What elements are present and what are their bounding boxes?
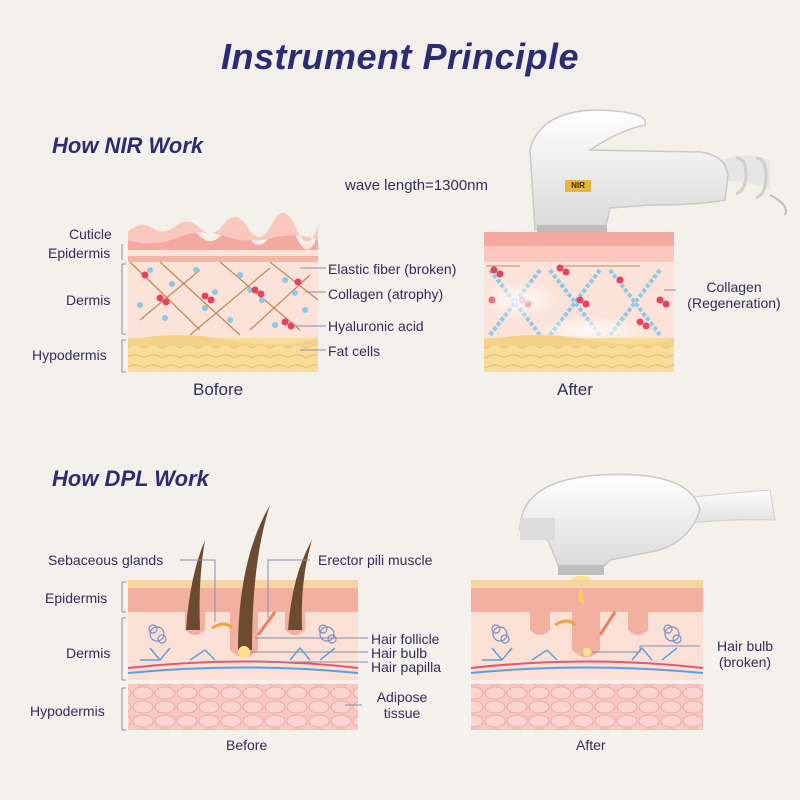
nir-section-heading: How NIR Work	[52, 133, 204, 158]
dpl-callout-follicle: Hair follicle	[371, 631, 440, 647]
nir-device-image	[529, 109, 787, 233]
dpl-layer-epidermis: Epidermis	[45, 590, 108, 606]
nir-device-badge: NIR	[571, 181, 585, 190]
nir-before-diagram	[128, 212, 319, 372]
dpl-callout-erector: Erector pili muscle	[318, 552, 433, 568]
nir-after-diagram	[480, 232, 674, 372]
dpl-callout-sebaceous: Sebaceous glands	[48, 552, 164, 568]
dpl-callout-bulb-broken-line1: Hair bulb	[716, 638, 774, 654]
dpl-after-caption: After	[576, 737, 606, 753]
dpl-callout-lines	[121, 559, 700, 731]
dpl-callout-papilla: Hair papilla	[371, 659, 442, 675]
dpl-callout-bulb-broken-line2: (broken)	[718, 654, 772, 670]
dpl-callout-adipose-line1: Adipose	[376, 689, 428, 705]
page-title: Instrument Principle	[220, 36, 580, 77]
nir-layer-epidermis: Epidermis	[48, 245, 111, 261]
dpl-callout-bulb-broken: Hair bulb (broken)	[705, 638, 785, 670]
dpl-layer-hypodermis: Hypodermis	[30, 703, 105, 719]
nir-callout-hyaluronic: Hyaluronic acid	[328, 318, 424, 334]
nir-callout-fat: Fat cells	[328, 343, 381, 359]
nir-wavelength-label: wave length=1300nm	[345, 177, 489, 194]
nir-layer-hypodermis: Hypodermis	[32, 347, 107, 363]
nir-callout-collagen-regen: Collagen (Regeneration)	[678, 279, 790, 311]
nir-after-caption: After	[557, 380, 593, 399]
nir-callout-collagen-regen-line1: Collagen	[706, 279, 762, 295]
dpl-section-heading: How DPL Work	[52, 466, 209, 491]
dpl-after-diagram	[470, 580, 704, 730]
nir-layer-cuticle: Cuticle	[69, 226, 112, 242]
nir-callout-collagen: Collagen (atrophy)	[328, 286, 444, 302]
dpl-before-caption: Before	[226, 737, 268, 753]
dpl-callout-adipose-line2: tissue	[383, 705, 421, 721]
nir-before-caption: Bofore	[193, 380, 244, 399]
dpl-callout-bulb: Hair bulb	[371, 645, 428, 661]
dpl-layer-dermis: Dermis	[66, 645, 111, 661]
nir-callout-collagen-regen-line2: (Regeneration)	[687, 295, 781, 311]
nir-layer-dermis: Dermis	[66, 292, 111, 308]
dpl-callout-adipose: Adipose tissue	[364, 689, 440, 721]
nir-callout-elastic: Elastic fiber (broken)	[328, 261, 457, 277]
dpl-device-image	[519, 473, 776, 584]
nir-callout-lines	[121, 244, 676, 373]
dpl-before-diagram	[127, 505, 359, 730]
